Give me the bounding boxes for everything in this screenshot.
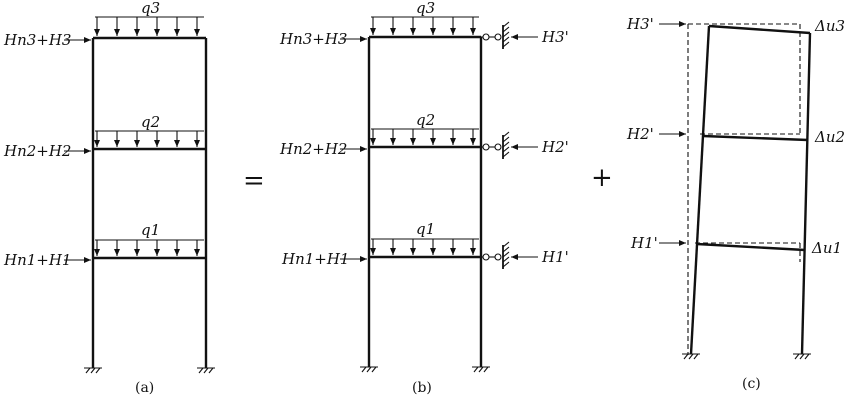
link-support-3 — [481, 21, 510, 49]
force-label-1: Hn1+H1 — [281, 250, 349, 268]
displacement-label-3: Δu3 — [814, 17, 845, 35]
load-label-q2: q2 — [141, 113, 160, 131]
beam-2 — [702, 134, 809, 142]
caption-b: (b) — [412, 380, 432, 396]
distributed-load-1 — [94, 239, 204, 256]
beam-1 — [696, 242, 806, 252]
load-label-q1: q1 — [141, 221, 160, 239]
distributed-load-1 — [370, 238, 479, 255]
reaction-label-2: H2' — [541, 138, 569, 156]
force-label-2: Hn2+H2 — [279, 140, 347, 158]
equals-operator: = — [243, 166, 265, 196]
link-support-1 — [481, 241, 510, 269]
fixed-support-left — [682, 353, 700, 360]
fixed-support-right — [197, 367, 215, 374]
load-label-q2: q2 — [416, 111, 435, 129]
beam-3 — [708, 24, 811, 35]
caption-c: (c) — [742, 376, 761, 392]
panel-a: q3 q2 q1 Hn3+H3 Hn2+H2 Hn1+H1 (a) — [3, 0, 215, 396]
link-support-2 — [481, 131, 510, 159]
reaction-label-3: H3' — [541, 28, 569, 46]
panel-b: q3 q2 q1 Hn3+H3 Hn2+H2 Hn1+H1 — [279, 0, 569, 396]
distributed-load-3 — [370, 16, 479, 35]
load-label-q1: q1 — [416, 220, 435, 238]
force-label-1: Hn1+H1 — [3, 251, 71, 269]
load-label-q3: q3 — [141, 0, 160, 17]
force-label-2: H2' — [626, 125, 654, 143]
force-label-1: H1' — [630, 234, 658, 252]
force-label-2: Hn2+H2 — [3, 142, 71, 160]
left-column — [689, 25, 711, 355]
displacement-label-1: Δu1 — [811, 239, 842, 257]
fixed-support-right — [472, 366, 490, 373]
plus-operator: + — [591, 163, 613, 193]
undeformed-frame — [687, 23, 801, 355]
distributed-load-3 — [94, 16, 204, 36]
distributed-load-2 — [370, 128, 479, 145]
reaction-label-1: H1' — [541, 248, 569, 266]
distributed-load-2 — [94, 130, 204, 147]
force-label-3: Hn3+H3 — [279, 30, 347, 48]
force-label-3: Hn3+H3 — [3, 31, 71, 49]
fixed-support-left — [84, 367, 102, 374]
panel-c: H3' H2' H1' Δu3 Δu2 Δu1 (c) — [626, 15, 845, 392]
deformed-frame — [689, 24, 812, 355]
caption-a: (a) — [135, 380, 154, 396]
fixed-support-left — [360, 366, 378, 373]
load-label-q3: q3 — [416, 0, 435, 17]
displacement-label-2: Δu2 — [814, 128, 845, 146]
force-label-3: H3' — [626, 15, 654, 33]
fixed-support-right — [793, 353, 811, 360]
right-column — [800, 32, 812, 355]
